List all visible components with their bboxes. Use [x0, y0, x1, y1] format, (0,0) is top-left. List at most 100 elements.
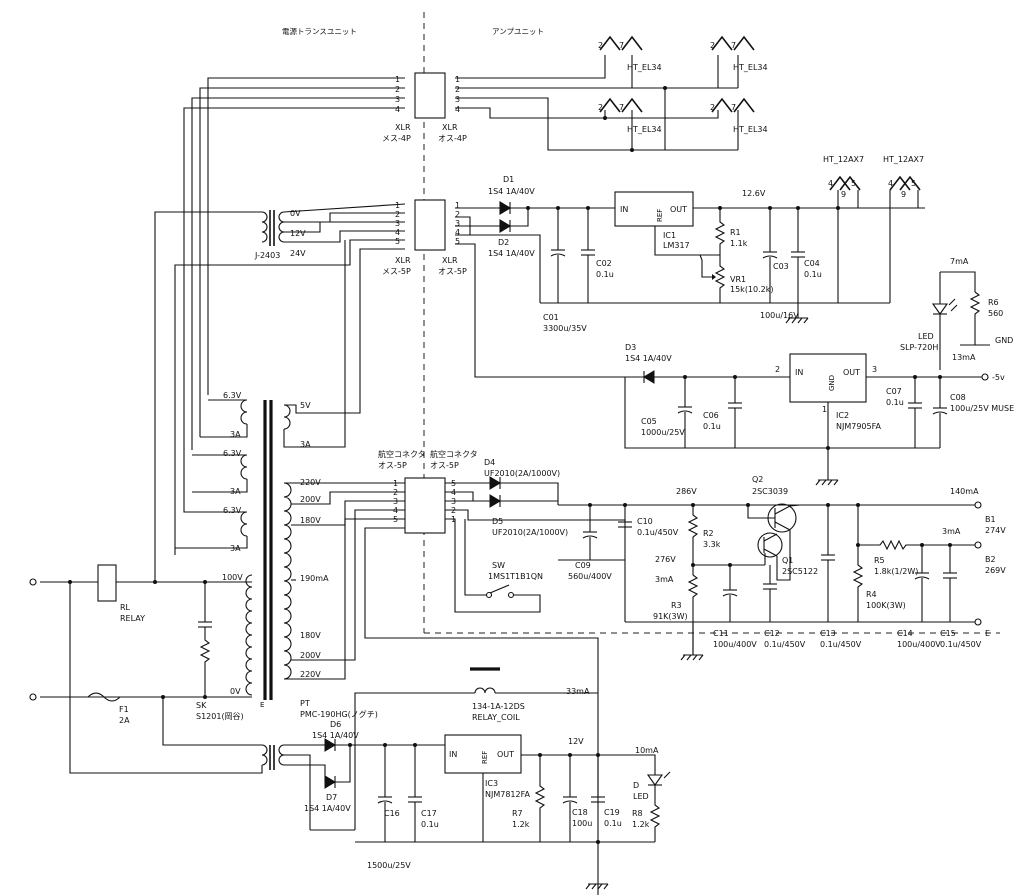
- svg-text:1S4 1A/40V: 1S4 1A/40V: [312, 731, 359, 740]
- led-indicator: LED SLP-720H: [900, 272, 958, 370]
- svg-text:1.2k: 1.2k: [512, 820, 530, 829]
- svg-text:D7: D7: [326, 793, 337, 802]
- capacitor-c03: C03 100u/16V: [760, 208, 799, 320]
- svg-text:メス-5P: メス-5P: [382, 267, 411, 276]
- svg-text:5: 5: [911, 179, 916, 188]
- svg-text:0.1u: 0.1u: [703, 422, 721, 431]
- svg-text:HT_12AX7: HT_12AX7: [883, 155, 924, 164]
- svg-text:3: 3: [395, 219, 400, 228]
- svg-text:140mA: 140mA: [950, 487, 979, 496]
- svg-text:7: 7: [619, 103, 624, 112]
- svg-text:3: 3: [872, 365, 877, 374]
- switch-sw: SW 1MS1T1B1QN: [485, 561, 543, 599]
- svg-text:4: 4: [395, 228, 400, 237]
- svg-text:1.2k: 1.2k: [632, 820, 650, 829]
- capacitor-c12: C12 0.1u/450V: [763, 565, 806, 649]
- tube-12ax7-2: HT_12AX7 4 9 5: [883, 155, 924, 199]
- svg-text:1: 1: [455, 75, 460, 84]
- tube-12ax7-1: HT_12AX7 4 9 5: [823, 155, 864, 199]
- svg-text:オス-4P: オス-4P: [438, 134, 467, 143]
- svg-text:3A: 3A: [230, 430, 241, 439]
- svg-text:4: 4: [395, 105, 400, 114]
- svg-text:C13: C13: [820, 629, 836, 638]
- svg-text:オス-5P: オス-5P: [438, 267, 467, 276]
- svg-text:7: 7: [619, 41, 624, 50]
- svg-text:C08: C08: [950, 393, 966, 402]
- svg-text:0.1u/450V: 0.1u/450V: [940, 640, 982, 649]
- current-7ma: 7mA: [950, 257, 969, 266]
- svg-text:2: 2: [395, 210, 400, 219]
- svg-text:1500u/25V: 1500u/25V: [367, 861, 411, 870]
- svg-text:オス-5P: オス-5P: [378, 461, 407, 470]
- diode-d2: D2 1S4 1A/40V: [488, 219, 535, 258]
- svg-text:0.1u/450V: 0.1u/450V: [764, 640, 806, 649]
- svg-text:1000u/25V: 1000u/25V: [641, 428, 685, 437]
- svg-text:1S4 1A/40V: 1S4 1A/40V: [488, 187, 535, 196]
- svg-text:1: 1: [822, 405, 827, 414]
- pt-label: PT: [300, 699, 310, 708]
- svg-text:IC2: IC2: [836, 411, 849, 420]
- svg-text:5V: 5V: [300, 401, 311, 410]
- svg-text:PMC-190HG(ノグチ): PMC-190HG(ノグチ): [300, 709, 378, 719]
- svg-text:0.1u: 0.1u: [604, 819, 622, 828]
- svg-text:100V: 100V: [222, 573, 243, 582]
- svg-text:S1201(岡谷): S1201(岡谷): [196, 712, 244, 721]
- svg-text:R2: R2: [703, 529, 714, 538]
- svg-text:200V: 200V: [300, 495, 321, 504]
- diode-d4: D4 UF2010(2A/1000V): [484, 458, 560, 490]
- svg-text:IN: IN: [449, 750, 457, 759]
- svg-text:0.1u: 0.1u: [596, 270, 614, 279]
- svg-text:91K(3W): 91K(3W): [653, 612, 688, 621]
- svg-text:1S4 1A/40V: 1S4 1A/40V: [488, 249, 535, 258]
- svg-text:C10: C10: [637, 517, 653, 526]
- svg-text:9: 9: [841, 190, 846, 199]
- svg-text:C19: C19: [604, 808, 620, 817]
- svg-text:220V: 220V: [300, 670, 321, 679]
- svg-text:NJM7905FA: NJM7905FA: [836, 422, 881, 431]
- svg-text:100K(3W): 100K(3W): [866, 601, 906, 610]
- svg-text:C02: C02: [596, 259, 612, 268]
- transformer-j2403: 0V 12V 24V J-2403: [254, 209, 306, 260]
- svg-text:R6: R6: [988, 298, 999, 307]
- capacitor-c11: C11 100u/400V: [713, 565, 757, 649]
- resistor-r7: R7 1.2k: [512, 755, 546, 842]
- svg-text:RELAY: RELAY: [120, 614, 145, 623]
- svg-text:B2: B2: [985, 555, 996, 564]
- capacitor-c19: C19 0.1u: [591, 755, 622, 828]
- svg-text:R4: R4: [866, 590, 877, 599]
- svg-text:5: 5: [455, 237, 460, 246]
- svg-text:10mA: 10mA: [635, 746, 659, 755]
- svg-text:SK: SK: [196, 701, 207, 710]
- svg-text:100u: 100u: [572, 819, 592, 828]
- svg-text:XLR: XLR: [395, 123, 411, 132]
- svg-text:LED: LED: [918, 332, 934, 341]
- svg-text:2SC5122: 2SC5122: [782, 567, 818, 576]
- resistor-r1: R1 1.1k: [714, 208, 748, 255]
- svg-text:2: 2: [455, 85, 460, 94]
- current-13ma: 13mA: [952, 353, 976, 362]
- svg-text:3.3k: 3.3k: [703, 540, 721, 549]
- svg-text:HT_EL34: HT_EL34: [627, 63, 662, 72]
- header-amp-unit: アンプユニット: [492, 27, 544, 36]
- svg-text:B1: B1: [985, 515, 996, 524]
- svg-text:560u/400V: 560u/400V: [568, 572, 612, 581]
- svg-text:R3: R3: [671, 601, 682, 610]
- svg-text:D: D: [633, 781, 639, 790]
- svg-text:C01: C01: [543, 313, 559, 322]
- svg-text:6.3V: 6.3V: [223, 506, 242, 515]
- svg-text:C05: C05: [641, 417, 657, 426]
- svg-text:4: 4: [888, 179, 893, 188]
- transistor-q2: Q2 2SC3039: [752, 475, 797, 533]
- svg-text:1.1k: 1.1k: [730, 239, 748, 248]
- svg-text:IN: IN: [795, 368, 803, 377]
- svg-text:D1: D1: [503, 175, 514, 184]
- svg-text:4: 4: [393, 506, 398, 515]
- resistor-r4: R4 100K(3W): [852, 505, 906, 622]
- spark-killer-sk: SK S1201(岡谷): [196, 582, 244, 721]
- svg-text:5: 5: [851, 179, 856, 188]
- svg-text:100u/400V: 100u/400V: [713, 640, 757, 649]
- svg-text:HT_EL34: HT_EL34: [733, 125, 768, 134]
- svg-text:R5: R5: [874, 556, 885, 565]
- svg-text:F1: F1: [119, 705, 129, 714]
